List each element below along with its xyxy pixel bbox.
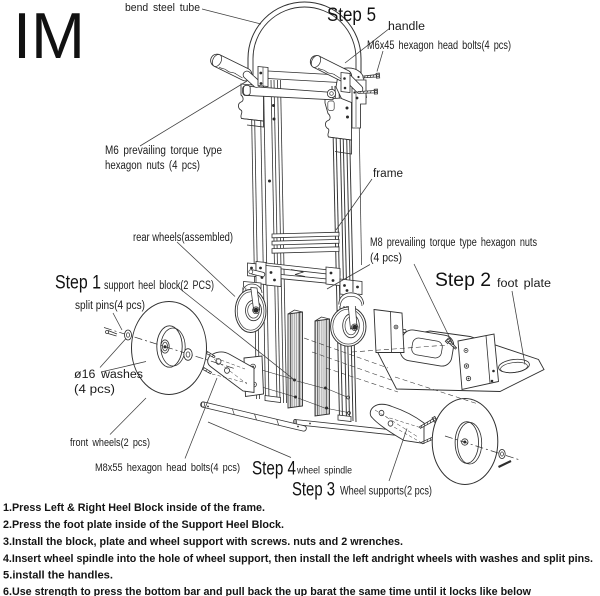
- svg-text:6.Use strength to press the bo: 6.Use strength to press the bottom bar a…: [3, 586, 531, 596]
- svg-text:3.Install the block, plate and: 3.Install the block, plate and wheel sup…: [3, 536, 403, 548]
- svg-text:hexagon nuts (4 pcs): hexagon nuts (4 pcs): [105, 160, 200, 172]
- svg-text:support heel block(2 PCS): support heel block(2 PCS): [104, 280, 214, 292]
- svg-text:Wheel supports(2 pcs): Wheel supports(2 pcs): [340, 486, 432, 498]
- svg-text:4.Insert wheel spindle into th: 4.Insert wheel spindle into the hole of …: [3, 553, 593, 565]
- svg-text:M6x45 hexagon head bolts(4 pcs: M6x45 hexagon head bolts(4 pcs): [367, 38, 511, 52]
- svg-text:Step 1: Step 1: [55, 272, 101, 294]
- svg-text:wheel spindle: wheel spindle: [296, 465, 352, 477]
- svg-text:split pins(4 pcs): split pins(4 pcs): [75, 300, 145, 312]
- svg-text:(4 pcs): (4 pcs): [74, 384, 115, 396]
- svg-text:foot plate: foot plate: [497, 278, 551, 290]
- svg-text:handle: handle: [388, 21, 425, 33]
- svg-text:Step 2: Step 2: [435, 269, 491, 291]
- svg-text:rear wheels(assembled): rear wheels(assembled): [133, 232, 233, 244]
- svg-text:IM: IM: [13, 0, 85, 72]
- svg-text:front wheels(2 pcs): front wheels(2 pcs): [70, 437, 150, 449]
- svg-text:2.Press the foot plate inside: 2.Press the foot plate inside of the Sup…: [3, 519, 284, 531]
- svg-text:M8 prevailing torque type hexa: M8 prevailing torque type hexagon nuts: [370, 237, 537, 249]
- svg-text:5.install the handles.: 5.install the handles.: [3, 570, 113, 582]
- svg-text:frame: frame: [373, 168, 403, 180]
- svg-text:ø16 washes: ø16 washes: [74, 369, 143, 381]
- svg-text:M8x55 hexagon head bolts(4 pcs: M8x55 hexagon head bolts(4 pcs): [95, 462, 240, 474]
- svg-text:Step 5: Step 5: [327, 4, 376, 26]
- svg-text:Step 3: Step 3: [292, 479, 335, 501]
- svg-text:(4 pcs): (4 pcs): [370, 253, 402, 265]
- svg-text:M6 prevailing torque type: M6 prevailing torque type: [105, 145, 222, 157]
- svg-text:Step 4: Step 4: [252, 458, 296, 480]
- svg-text:1.Press Left & Right Heel Bloc: 1.Press Left & Right Heel Block inside o…: [3, 502, 265, 514]
- svg-text:bend steel tube: bend steel tube: [125, 2, 200, 14]
